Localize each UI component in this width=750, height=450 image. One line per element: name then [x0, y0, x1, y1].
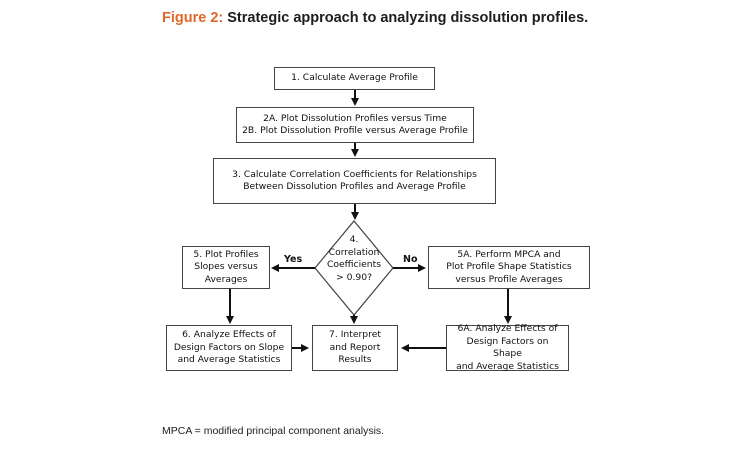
step-2-label: 2A. Plot Dissolution Profiles versus Tim… — [242, 112, 468, 137]
step-6-label: 6. Analyze Effects of Design Factors on … — [173, 329, 285, 366]
footnote: MPCA = modified principal component anal… — [162, 425, 385, 437]
step-7-label: 7. Interpret and Report Results — [329, 329, 381, 366]
step-1-label: 1. Calculate Average Profile — [291, 72, 418, 84]
step-1-box: 1. Calculate Average Profile — [274, 67, 435, 90]
step-6-box: 6. Analyze Effects of Design Factors on … — [166, 325, 292, 371]
step-4-label: 4. Correlation Coefficients > 0.90? — [326, 234, 382, 283]
step-5a-label: 5A. Perform MPCA and Plot Profile Shape … — [446, 248, 572, 285]
step-3-label: 3. Calculate Correlation Coefficients fo… — [232, 168, 477, 193]
yes-label: Yes — [284, 254, 303, 265]
step-7-box: 7. Interpret and Report Results — [312, 325, 398, 371]
no-label: No — [403, 254, 418, 265]
step-2-box: 2A. Plot Dissolution Profiles versus Tim… — [236, 107, 474, 143]
step-5a-box: 5A. Perform MPCA and Plot Profile Shape … — [428, 246, 590, 289]
step-6a-label: 6A. Analyze Effects of Design Factors on… — [456, 323, 559, 372]
step-5-box: 5. Plot Profiles Slopes versus Averages — [182, 246, 270, 289]
figure-title: Strategic approach to analyzing dissolut… — [227, 10, 589, 26]
step-5-label: 5. Plot Profiles Slopes versus Averages — [193, 248, 259, 285]
step-3-box: 3. Calculate Correlation Coefficients fo… — [213, 158, 496, 204]
step-6a-box: 6A. Analyze Effects of Design Factors on… — [446, 323, 569, 372]
figure-caption: Figure 2: Strategic approach to analyzin… — [162, 10, 588, 26]
figure-label: Figure 2: — [162, 10, 224, 26]
